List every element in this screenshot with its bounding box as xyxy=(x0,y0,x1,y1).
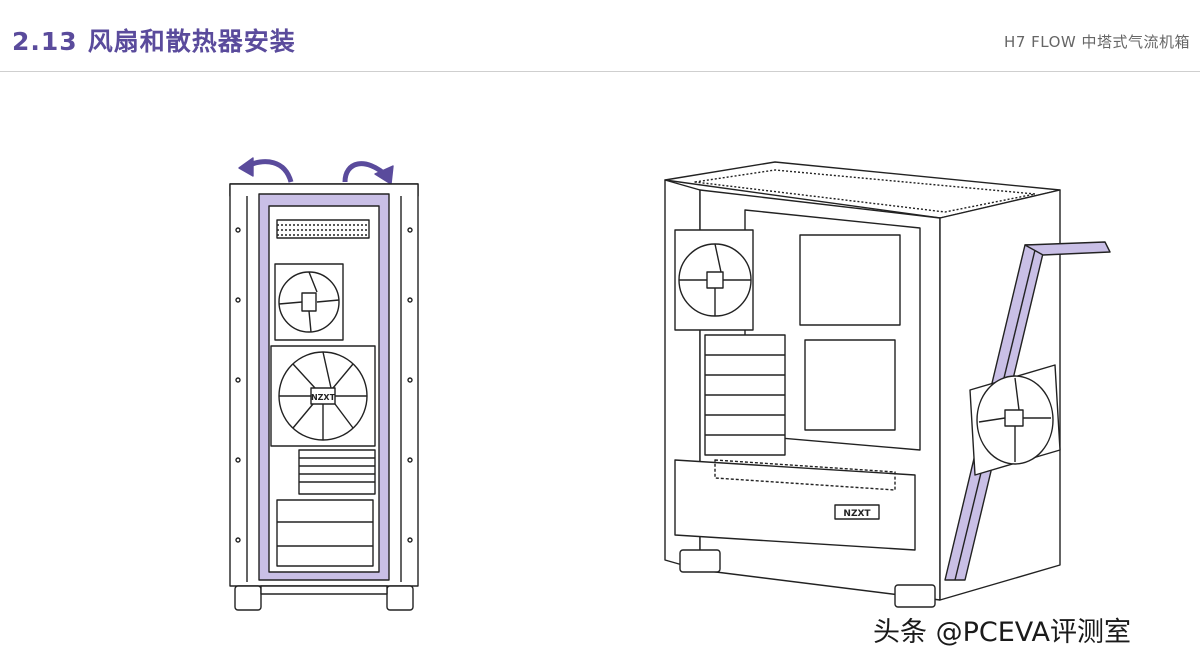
page-header: 2.13 风扇和散热器安装 H7 FLOW 中塔式气流机箱 xyxy=(0,0,1200,72)
section-title: 2.13 风扇和散热器安装 xyxy=(12,22,296,58)
case-logo: NZXT xyxy=(843,509,871,519)
side-view-illustration: NZXT xyxy=(664,161,1111,608)
document-title: H7 FLOW 中塔式气流机箱 xyxy=(1004,33,1190,51)
header-divider xyxy=(0,71,1200,72)
section-number: 2.13 xyxy=(12,27,78,56)
section-heading: 风扇和散热器安装 xyxy=(87,27,296,56)
watermark: 头条 @PCEVA评测室 xyxy=(873,617,1131,648)
front-view-illustration: NZXT xyxy=(229,157,419,611)
front-fan-logo: NZXT xyxy=(311,393,336,402)
